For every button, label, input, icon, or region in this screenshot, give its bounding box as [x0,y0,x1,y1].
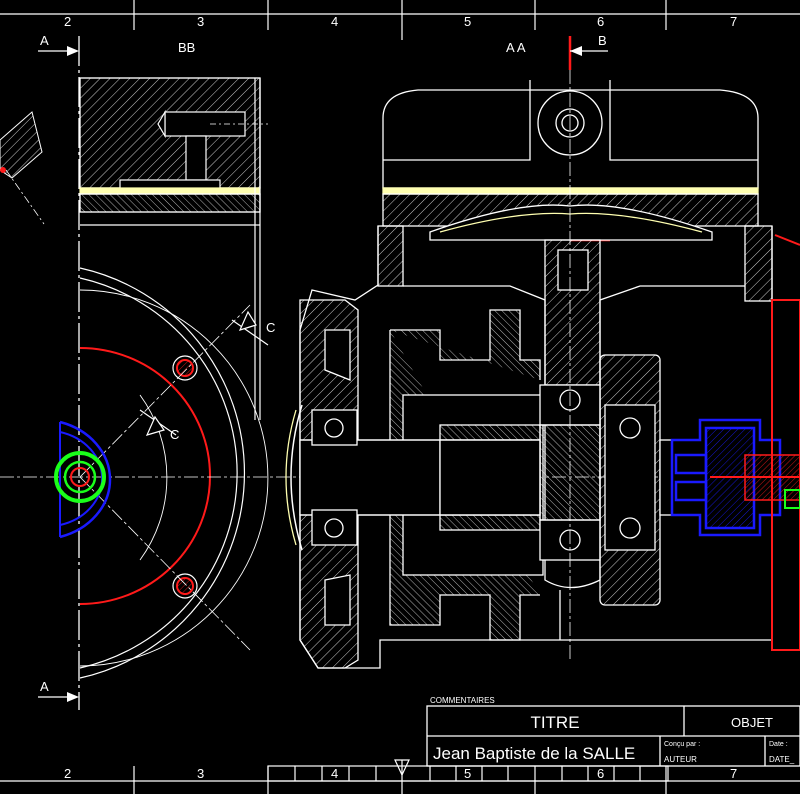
cutting-plane-c [139,310,269,436]
section-bb-view [79,77,269,679]
school-name: Jean Baptiste de la SALLE [433,744,635,763]
border-number: 4 [331,14,338,29]
border-number: 4 [331,766,338,781]
cut-a-label-top: A [40,33,49,48]
section-aa-view [285,80,773,669]
border-number: 7 [730,14,737,29]
border-number: 6 [597,14,604,29]
border-number: 6 [597,766,604,781]
designed-by-label: Conçu par : [664,741,700,748]
bolt-holes [172,355,198,599]
cutting-plane-a [38,36,80,710]
border-number: 7 [730,766,737,781]
cut-c-label-upper: C [266,320,275,335]
section-aa-label: A A [506,40,526,55]
motor-flange [744,234,800,651]
object-cell: OBJET [731,715,773,730]
border-number: 5 [464,14,471,29]
border-number: 2 [64,766,71,781]
border-numbers-bottom: 2 3 4 5 6 7 [64,766,737,781]
border-number: 3 [197,14,204,29]
border-number: 5 [464,766,471,781]
partial-view-fragment [0,111,45,225]
date-label: Date : [769,741,788,748]
border-number: 2 [64,14,71,29]
cut-c-label-lower: C [170,427,179,442]
border-numbers-top: 2 3 4 5 6 7 [64,14,737,29]
author-value: AUTEUR [664,755,697,764]
shaft-end-detail [54,420,112,539]
cut-b-label: B [598,33,607,48]
section-bb-label: BB [178,40,195,55]
comments-label: COMMENTAIRES [430,696,495,705]
bolt-pitch-circle [79,347,211,605]
title-cell: TITRE [530,713,579,732]
cut-a-label-bottom: A [40,679,49,694]
title-block [426,705,800,767]
border-number: 3 [197,766,204,781]
date-value: DATE_ [769,755,795,764]
